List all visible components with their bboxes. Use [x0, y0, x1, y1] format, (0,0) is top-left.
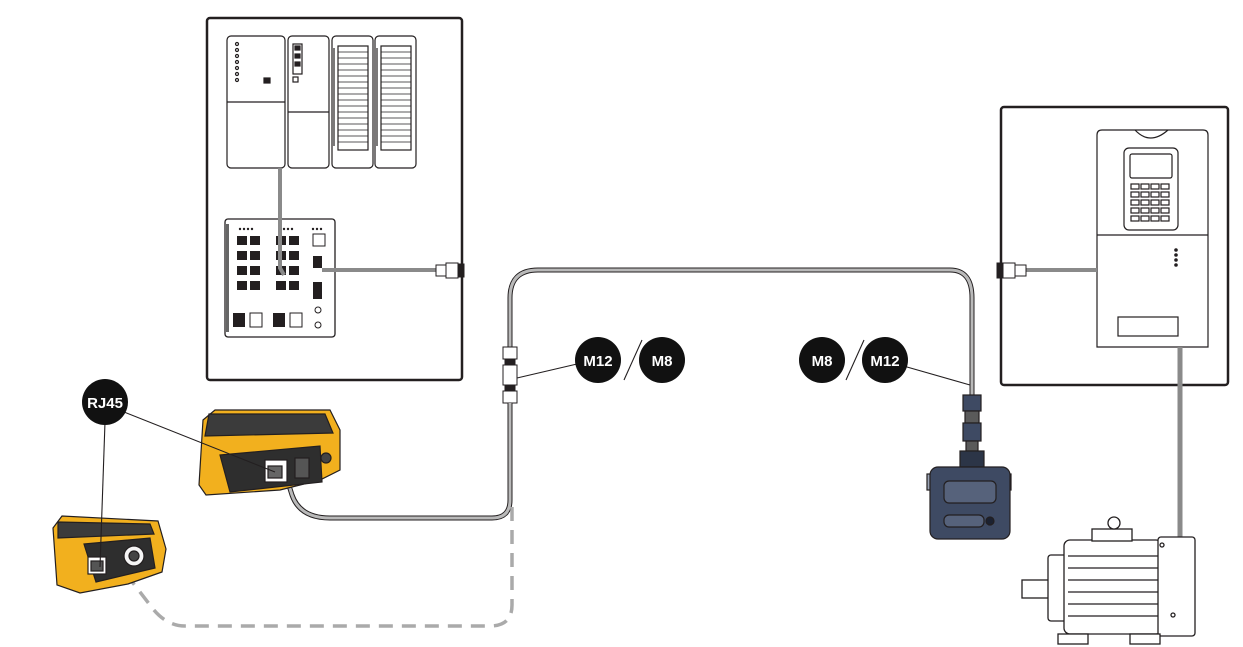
plc-rack	[226, 35, 417, 169]
left-m8-label: M8	[652, 353, 673, 370]
alternate-cable-dashed	[118, 507, 514, 628]
trunk-cable	[508, 268, 974, 398]
left-m12-label: M12	[583, 353, 612, 370]
right-m12-label: M12	[870, 353, 899, 370]
cabinet-connector-left	[435, 262, 465, 279]
left-m8-badge: M8	[639, 337, 685, 383]
vfd-drive	[1096, 129, 1209, 348]
rj45-badge: RJ45	[82, 379, 128, 425]
right-m12-badge: M12	[862, 337, 908, 383]
trunk-cable-outer	[507, 267, 975, 398]
network-tester	[198, 409, 341, 496]
cabinet-connector-right	[996, 262, 1027, 279]
network-switch	[224, 218, 336, 338]
plc-to-switch-cable	[278, 168, 286, 276]
right-m8-badge: M8	[799, 337, 845, 383]
m12-m8-coupler-left	[502, 346, 518, 404]
rj45-label: RJ45	[87, 395, 123, 412]
right-m8-label: M8	[812, 353, 833, 370]
callout-lines	[99, 339, 971, 568]
left-m12-badge: M12	[575, 337, 621, 383]
tester-cable	[284, 403, 512, 520]
io-sensor	[926, 394, 1012, 540]
cable-tester	[52, 515, 167, 594]
electric-motor	[1021, 516, 1196, 645]
